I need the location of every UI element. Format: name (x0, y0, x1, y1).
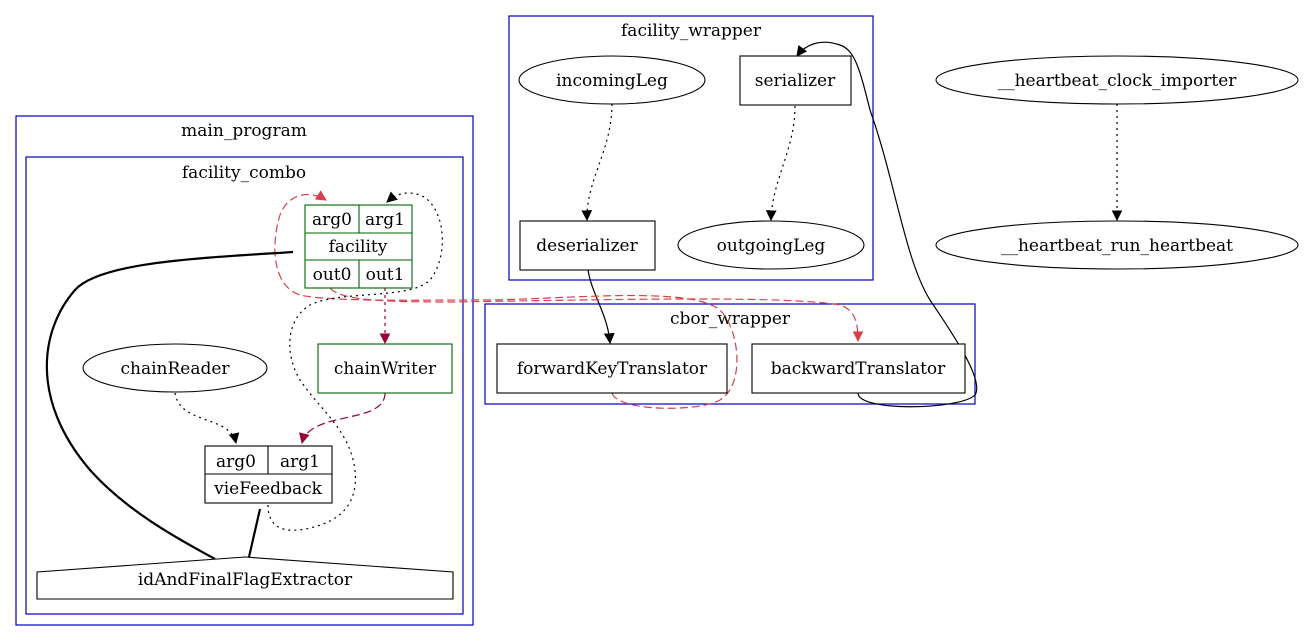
node-chainwriter-label: chainWriter (334, 359, 437, 379)
edge-backwardtranslator-serializer (796, 41, 978, 408)
cluster-facility-combo: facility_combo (25, 156, 464, 615)
node-idandfinalflagextractor-label: idAndFinalFlagExtractor (138, 570, 353, 590)
node-heartbeat-clock-importer: __heartbeat_clock_importer (935, 55, 1299, 105)
edge-facility-out0-backwardtranslator (329, 287, 864, 343)
facility-port-arg1: arg1 (365, 210, 405, 230)
viefeedback-port-arg0: arg0 (216, 452, 256, 472)
cluster-main-program-label: main_program (181, 121, 307, 141)
edge-deserializer-forwardkeytranslator (587, 269, 615, 345)
node-forwardkeytranslator: forwardKeyTranslator (496, 343, 728, 394)
node-idandfinalflagextractor: idAndFinalFlagExtractor (36, 556, 454, 600)
node-heartbeat-clock-importer-label: __heartbeat_clock_importer (998, 71, 1238, 91)
node-heartbeat-run-heartbeat-label: __heartbeat_run_heartbeat (1001, 236, 1233, 256)
node-backwardtranslator: backwardTranslator (751, 343, 966, 394)
node-incomingleg: incomingLeg (518, 55, 706, 105)
node-outgoingleg: outgoingLeg (677, 220, 865, 270)
edge-chainwriter-viefeedback-arg1 (299, 392, 386, 445)
node-facility: arg0 arg1 facility out0 out1 (304, 204, 413, 289)
cluster-main-program: main_program (15, 115, 474, 626)
node-serializer: serializer (739, 55, 852, 106)
cluster-facility-wrapper: facility_wrapper (508, 15, 874, 281)
node-deserializer: deserializer (519, 220, 656, 271)
node-chainreader: chainReader (82, 343, 268, 393)
node-chainwriter: chainWriter (317, 343, 453, 394)
viefeedback-port-arg1: arg1 (280, 452, 320, 472)
facility-label: facility (329, 237, 388, 257)
viefeedback-label: vieFeedback (213, 479, 323, 499)
edge-facility-idandfinalflagextractor (45, 250, 294, 560)
facility-port-out1: out1 (366, 265, 405, 285)
node-deserializer-label: deserializer (536, 236, 638, 256)
edge-incomingleg-deserializer (581, 103, 613, 222)
cluster-facility-combo-label: facility_combo (182, 163, 306, 183)
edge-forwardkeytranslator-facility-arg0 (274, 190, 738, 409)
facility-port-out0: out0 (313, 265, 352, 285)
node-viefeedback: arg0 arg1 vieFeedback (204, 445, 333, 504)
cluster-facility-wrapper-label: facility_wrapper (621, 21, 762, 41)
node-chainreader-label: chainReader (120, 359, 230, 379)
edge-chainreader-viefeedback-arg0 (174, 392, 240, 445)
edge-viefeedback-idandfinalflagextractor (247, 508, 262, 558)
node-forwardkeytranslator-label: forwardKeyTranslator (517, 359, 708, 379)
node-outgoingleg-label: outgoingLeg (717, 236, 826, 256)
node-backwardtranslator-label: backwardTranslator (771, 359, 946, 379)
edge-viefeedback-facility-arg1 (267, 191, 443, 531)
cluster-cbor-wrapper-label: cbor_wrapper (670, 309, 791, 329)
facility-port-arg0: arg0 (312, 210, 352, 230)
node-incomingleg-label: incomingLeg (556, 71, 668, 91)
node-serializer-label: serializer (755, 71, 836, 91)
node-heartbeat-run-heartbeat: __heartbeat_run_heartbeat (935, 220, 1299, 270)
edge-serializer-outgoingleg (765, 105, 796, 222)
cluster-cbor-wrapper: cbor_wrapper (484, 303, 976, 405)
